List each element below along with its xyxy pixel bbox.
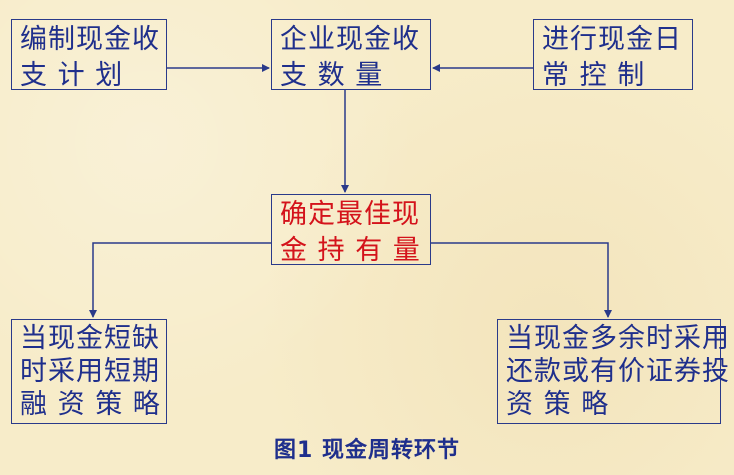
arrow-optimal-to-surplus — [431, 242, 612, 318]
cash-surplus-strategy-box: 当现金多余时采用 还款或有价证券投 资 策 略 — [497, 319, 730, 424]
daily-control-box: 进行现金日 常 控 制 — [533, 19, 693, 91]
cash-amount-box: 企业现金收 支 数 量 — [271, 19, 431, 91]
plan-box-line1: 编制现金收 — [20, 24, 160, 55]
amount-box-line1: 企业现金收 — [280, 24, 420, 55]
cash-shortage-strategy-box: 当现金短缺 时采用短期 融 资 策 略 — [11, 319, 167, 424]
amount-box-line2: 支 数 量 — [280, 60, 384, 91]
plan-box-line2: 支 计 划 — [20, 60, 124, 91]
optimal-cash-holding-box: 确定最佳现 金 持 有 量 — [271, 194, 431, 266]
optimal-box-line1: 确定最佳现 — [280, 199, 420, 230]
plan-cash-budget-box: 编制现金收 支 计 划 — [11, 19, 167, 91]
shortage-box-line2: 时采用短期 — [20, 356, 160, 387]
control-box-line1: 进行现金日 — [542, 24, 682, 55]
surplus-box-line1: 当现金多余时采用 — [506, 323, 730, 354]
control-box-line2: 常 控 制 — [542, 60, 646, 91]
shortage-box-line3: 融 资 策 略 — [20, 389, 161, 420]
arrow-optimal-to-shortage — [89, 242, 271, 318]
optimal-box-line2: 金 持 有 量 — [280, 235, 421, 266]
surplus-box-line3: 资 策 略 — [506, 389, 610, 420]
shortage-box-line1: 当现金短缺 — [20, 323, 160, 354]
surplus-box-line2: 还款或有价证券投 — [506, 356, 730, 387]
figure-caption: 图1 现金周转环节 — [274, 438, 460, 463]
